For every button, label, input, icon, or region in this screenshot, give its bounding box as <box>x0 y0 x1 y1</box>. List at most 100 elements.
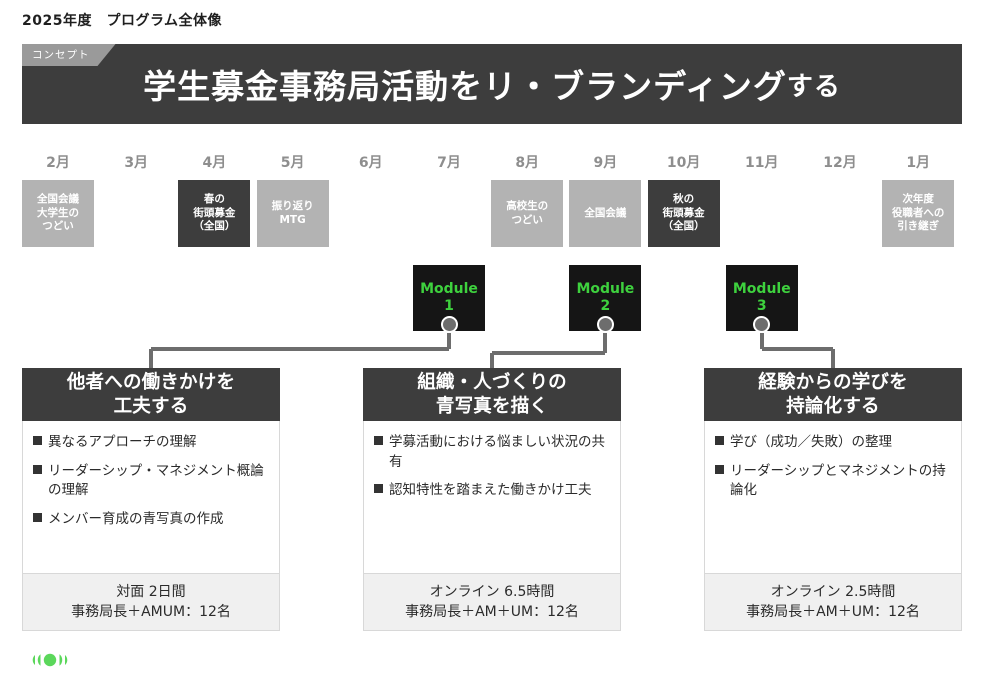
bullet-square-icon <box>715 464 724 474</box>
card-bullet-text: 学募活動における悩ましい状況の共有 <box>389 434 605 470</box>
card-bullet-text: メンバー育成の青写真の作成 <box>48 510 224 527</box>
bullet-square-icon <box>374 436 383 445</box>
connector-rail <box>761 347 833 351</box>
event-box-line: MTG <box>279 213 306 226</box>
connector-drop <box>759 333 764 349</box>
card-bullet-text: 異なるアプローチの理解 <box>48 434 197 450</box>
event-box: 秋の街頭募金（全国） <box>647 180 720 247</box>
card-bullet-text: 認知特性を踏まえた働きかけ工夫 <box>389 482 592 499</box>
concept-banner: 学生募金事務局活動をリ・ブランディングする コンセプト <box>22 44 962 124</box>
card-bullet-item: リーダーシップ・マネジメント概論の理解 <box>33 462 269 501</box>
month-label-7月: 7月 <box>437 155 461 171</box>
card-footer-line: 事務局長＋AM＋UM：12名 <box>746 604 920 620</box>
module-label: Module <box>732 280 791 297</box>
brand-logo-mark <box>32 653 68 667</box>
card-footer-line: オンライン 2.5時間 <box>770 583 896 600</box>
event-box-line: （全国） <box>662 220 705 233</box>
card-bullet-list: 学び（成功／失敗）の整理リーダーシップとマネジメントの持論化 <box>704 421 962 573</box>
month-label-9月: 9月 <box>593 155 618 171</box>
module-connector-dot <box>753 316 771 333</box>
month-label-6月: 6月 <box>358 155 383 171</box>
connector-rail <box>492 351 606 355</box>
event-box-line: 大学生の <box>37 206 79 219</box>
month-label-11月: 11月 <box>745 155 779 171</box>
card-footer: オンライン 6.5時間事務局長＋AM＋UM：12名 <box>363 573 621 631</box>
month-label-5月: 5月 <box>280 155 305 171</box>
module-number: 2 <box>600 298 611 314</box>
connector-rail <box>151 347 449 351</box>
event-box-line: 引き継ぎ <box>897 220 940 233</box>
module-number: 1 <box>444 298 454 314</box>
module-label: Module <box>420 280 478 297</box>
month-label-10月: 10月 <box>666 155 701 171</box>
card-footer: オンライン 2.5時間事務局長＋AM＋UM：12名 <box>704 573 962 631</box>
event-box-line: つどい <box>42 220 74 233</box>
bullet-square-icon <box>715 436 724 445</box>
card-bullet-item: メンバー育成の青写真の作成 <box>33 510 269 530</box>
card-bullet-list: 異なるアプローチの理解リーダーシップ・マネジメント概論の理解メンバー育成の青写真… <box>22 421 280 573</box>
card-heading-line: 他者への働きかけを <box>66 372 236 394</box>
card-heading-line: 経験からの学びを <box>758 372 908 394</box>
connector-drop <box>447 333 451 349</box>
event-box-line: 春の <box>203 192 225 205</box>
module-connector-dot <box>596 316 614 333</box>
card-footer-line: 事務局長＋AMUM：12名 <box>71 604 231 620</box>
module-card: 経験からの学びを持論化する学び（成功／失敗）の整理リーダーシップとマネジメントの… <box>704 368 962 631</box>
event-box: 春の街頭募金（全国） <box>178 180 251 247</box>
card-bullet-item: 学募活動における悩ましい状況の共有 <box>374 433 610 472</box>
connector-into-card <box>831 349 835 368</box>
bullet-square-icon <box>374 484 383 494</box>
card-footer-line: 事務局長＋AM＋UM：12名 <box>405 604 579 620</box>
module-number: 3 <box>756 298 767 314</box>
month-label-3月: 3月 <box>124 155 149 171</box>
card-bullet-item: 異なるアプローチの理解 <box>33 433 269 453</box>
event-box-line: 街頭募金 <box>193 206 236 219</box>
card-bullet-list: 学募活動における悩ましい状況の共有認知特性を踏まえた働きかけ工夫 <box>363 421 621 573</box>
card-bullet-item: リーダーシップとマネジメントの持論化 <box>715 462 951 501</box>
connector-into-card <box>149 349 153 368</box>
bullet-square-icon <box>33 436 42 445</box>
card-bullet-text: 学び（成功／失敗）の整理 <box>730 434 892 450</box>
card-heading-line: 工夫する <box>113 395 189 417</box>
module-card: 組織・人づくりの青写真を描く学募活動における悩ましい状況の共有認知特性を踏まえた… <box>363 368 621 631</box>
card-heading: 経験からの学びを持論化する <box>704 368 962 421</box>
card-heading: 他者への働きかけを工夫する <box>22 368 280 421</box>
connector-into-card <box>490 353 494 368</box>
event-box-line: 秋の <box>673 192 695 205</box>
event-box: 高校生のつどい <box>491 180 564 247</box>
concept-banner-title: 学生募金事務局活動をリ・ブランディングする <box>22 44 962 124</box>
bullet-square-icon <box>33 512 42 522</box>
module-connector-dot <box>440 316 458 333</box>
month-label-4月: 4月 <box>202 155 227 171</box>
event-box: 次年度役職者への引き継ぎ <box>882 180 955 247</box>
event-box-line: つどい <box>511 213 543 226</box>
concept-title-tail: する <box>786 71 841 102</box>
card-bullet-item: 認知特性を踏まえた働きかけ工夫 <box>374 481 610 501</box>
module-card: 他者への働きかけを工夫する異なるアプローチの理解リーダーシップ・マネジメント概論… <box>22 368 280 631</box>
module-label: Module <box>576 280 635 297</box>
event-box-line: 高校生の <box>506 199 549 212</box>
bullet-square-icon <box>33 464 42 474</box>
month-label-12月: 12月 <box>823 155 857 171</box>
concept-tag: コンセプト <box>22 44 116 66</box>
connector-drop <box>603 333 608 353</box>
month-label-1月: 1月 <box>906 155 931 171</box>
event-box-line: 全国会議 <box>584 206 627 219</box>
page-title: 2025年度 プログラム全体像 <box>22 13 223 29</box>
event-box-line: （全国） <box>193 220 236 233</box>
card-footer-line: 対面 2日間 <box>116 583 186 600</box>
card-bullet-text: リーダーシップとマネジメントの持論化 <box>730 462 946 499</box>
card-bullet-item: 学び（成功／失敗）の整理 <box>715 433 951 453</box>
event-box-line: 街頭募金 <box>662 206 705 219</box>
event-box-line: 次年度 <box>902 192 934 205</box>
event-box-line: 役職者への <box>891 206 945 219</box>
month-label-2月: 2月 <box>46 155 70 171</box>
card-heading-line: 持論化する <box>786 395 880 417</box>
event-box-line: 振り返り <box>271 199 314 212</box>
event-box: 全国会議 <box>569 180 642 247</box>
card-heading-line: 組織・人づくりの <box>417 372 567 394</box>
card-heading-line: 青写真を描く <box>435 395 549 417</box>
